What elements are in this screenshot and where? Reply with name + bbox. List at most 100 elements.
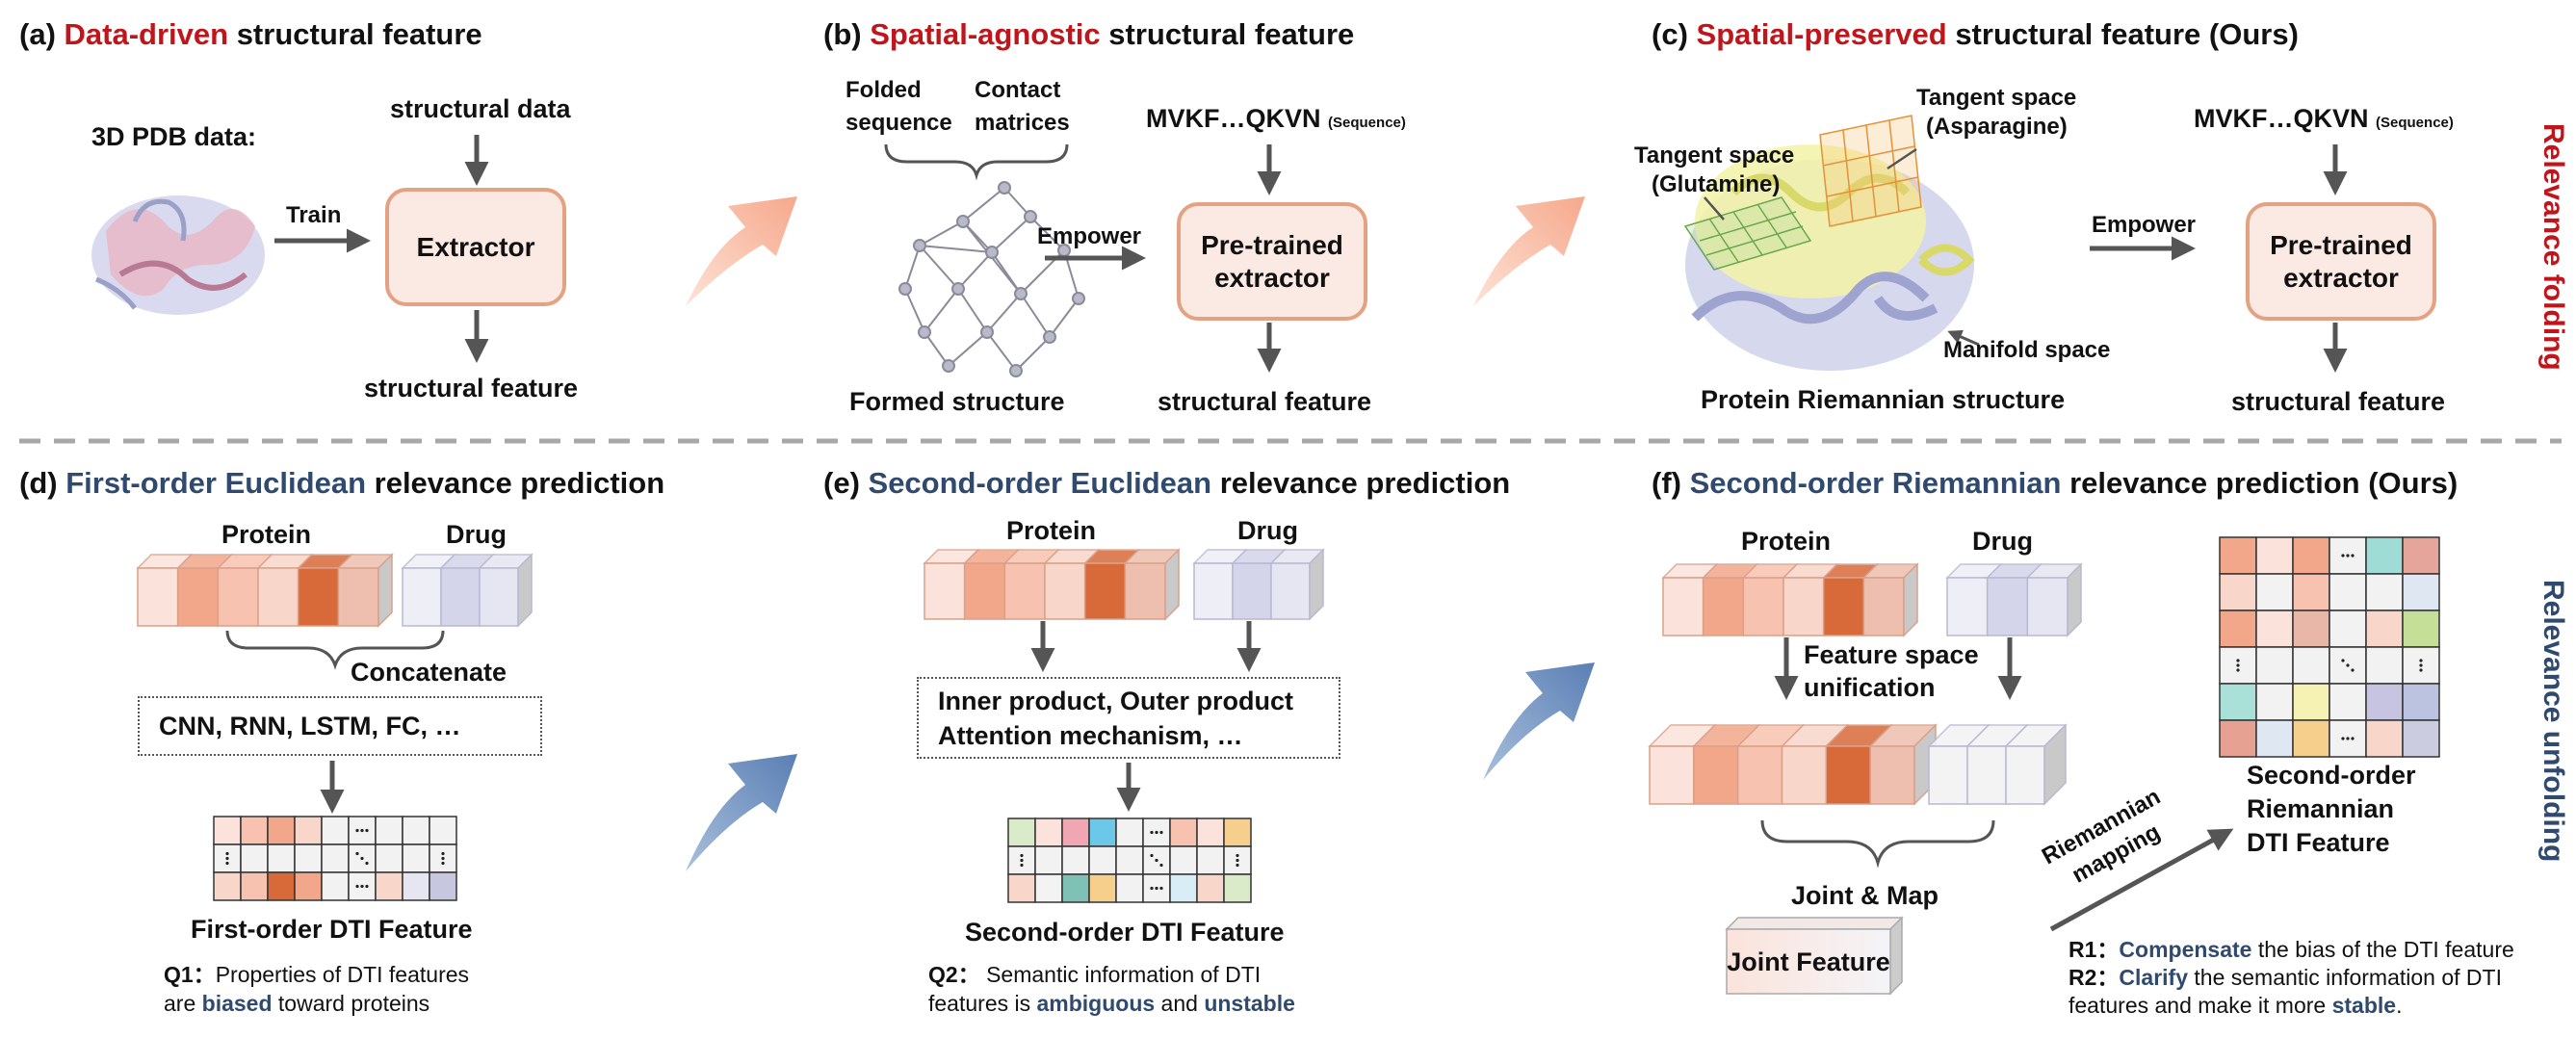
first-order-matrix-ellipsis-dot (365, 884, 369, 889)
structural-feature-label-b: structural feature (1158, 387, 1372, 416)
second-order-matrix-cell (1169, 873, 1198, 903)
panel-c-title: (c) Spatial-preserved structural feature… (1652, 17, 2299, 51)
drug-block-f-cell (2026, 577, 2069, 636)
drug-label-d: Drug (446, 520, 507, 549)
first-order-matrix-ellipsis-dot (360, 828, 364, 833)
riemannian-matrix-ellipsis-dot (2419, 668, 2423, 672)
protein-feature-block-e (923, 548, 1181, 621)
first-order-matrix-ellipsis-dot (355, 828, 359, 833)
drug-block-e-cell (1193, 562, 1234, 620)
first-order-matrix-cell (267, 816, 296, 845)
tangent-asparagine-l2: (Asparagine) (1926, 114, 2068, 140)
riemannian-matrix-cell (2329, 610, 2367, 648)
second-order-feature-label: Second-order DTI Feature (965, 918, 1285, 947)
sequence-text-b: MVKF…QKVN (Sequence) (1146, 104, 1406, 133)
second-order-matrix-cell (1196, 817, 1225, 847)
protein-block-e-cell (1124, 562, 1166, 620)
second-order-matrix-ellipsis-dot (1236, 858, 1239, 863)
second-order-matrix-cell (1115, 845, 1144, 875)
riemannian-matrix-cell (2402, 683, 2440, 721)
first-order-matrix-cell (294, 843, 323, 873)
second-order-matrix-cell (1088, 845, 1117, 875)
second-order-matrix-ellipsis-dot (1020, 858, 1024, 863)
tangent-asparagine-l1: Tangent space (1916, 85, 2077, 111)
protein-block-e-cell (1083, 562, 1127, 620)
protein-block-e-cell (924, 562, 966, 620)
riemannian-matrix-cell (2255, 719, 2294, 758)
second-order-matrix-cell (1007, 873, 1036, 903)
riemannian-matrix-ellipsis-dot (2341, 737, 2345, 740)
first-order-matrix-ellipsis-dot (225, 861, 229, 866)
riemannian-matrix-ellipsis-dot (2351, 554, 2355, 558)
unified-protein-cell (1869, 745, 1915, 805)
drug-label-e: Drug (1237, 516, 1298, 545)
concatenate-brace (225, 630, 445, 670)
contact-label: Contact (975, 77, 1061, 103)
protein-block-e-cell (963, 562, 1006, 620)
first-order-matrix-cell (240, 816, 269, 845)
riemannian-matrix-ellipsis-dot (2351, 668, 2355, 672)
drug-label-f: Drug (1972, 527, 2033, 556)
second-order-matrix-cell (1034, 873, 1063, 903)
second-order-matrix-ellipsis-dot (1020, 863, 1024, 868)
joint-brace (1760, 819, 1995, 869)
joint-feature-block (1725, 916, 1904, 996)
unify-label-l1: Feature space (1804, 640, 1979, 669)
riemannian-matrix-cell (2255, 536, 2294, 575)
riemannian-matrix-cell (2292, 683, 2330, 721)
folded-label: Folded (846, 77, 922, 103)
riemannian-matrix-cell (2292, 610, 2330, 648)
second-order-matrix-cell (1034, 845, 1063, 875)
empower-label-c: Empower (2092, 212, 2197, 238)
second-order-matrix-cell (1223, 817, 1252, 847)
riemannian-mapping-arrow (2049, 828, 2234, 932)
riemannian-matrix-ellipsis-dot (2341, 659, 2345, 662)
models-box-d: CNN, RNN, LSTM, FC, … (138, 696, 542, 756)
relevance-folding-label: Relevance folding (2537, 123, 2569, 371)
riemannian-matrix-ellipsis-dot (2341, 554, 2345, 558)
first-order-matrix-cell (375, 843, 403, 873)
protein-block-d-cell (257, 567, 299, 627)
first-order-matrix-cell (402, 843, 430, 873)
protein-block-f-cell (1822, 577, 1865, 636)
drug-feature-block-e (1192, 548, 1325, 621)
riemannian-matrix-ellipsis-dot (2236, 659, 2240, 662)
drug-block-f-cell (1946, 577, 1989, 636)
tangent-plane-glutamine (1683, 196, 1812, 271)
manifold-space-label: Manifold space (1943, 337, 2111, 363)
first-order-matrix-cell (321, 871, 350, 901)
protein-block-e-cell (1044, 562, 1086, 620)
riemannian-matrix-cell (2292, 646, 2330, 685)
drug-block-e-cell (1270, 562, 1311, 620)
riemannian-matrix-cell (2219, 573, 2257, 611)
graph-network (898, 181, 1085, 377)
protein-block-d-cell (137, 567, 179, 627)
riemannian-matrix-cell (2365, 536, 2404, 575)
protein-label-d: Protein (221, 520, 312, 549)
drug-block-e-side (1309, 548, 1324, 621)
unified-protein-cell (1693, 745, 1739, 805)
second-order-matrix-ellipsis-dot (1155, 830, 1158, 835)
protein-block-f-cell (1782, 577, 1825, 636)
protein-block-f-cell (1742, 577, 1784, 636)
riemannian-matrix-cell (2219, 536, 2257, 575)
panel-f-title: (f) Second-order Riemannian relevance pr… (1652, 466, 2459, 500)
structural-feature-label-a: structural feature (364, 374, 579, 402)
joint-map-label: Joint & Map (1791, 881, 1939, 910)
second-order-matrix-cell (1088, 817, 1117, 847)
first-order-matrix-ellipsis-dot (225, 851, 229, 856)
riemannian-matrix-cell (2292, 573, 2330, 611)
protein-block-e-side (1164, 548, 1180, 621)
unified-drug-cell (2005, 745, 2045, 805)
second-order-matrix-ellipsis-dot (1159, 863, 1163, 868)
riemannian-matrix-cell (2255, 573, 2294, 611)
riemannian-matrix-cell (2402, 573, 2440, 611)
q2-text: Q2： Semantic information of DTI features… (928, 962, 1295, 1016)
riemannian-matrix-cell (2329, 573, 2367, 611)
drug-block-d-cell (479, 567, 519, 627)
panel-b-title: (b) Spatial-agnostic structural feature (823, 17, 1355, 51)
r-text: R1：Compensate the bias of the DTI featur… (2069, 937, 2514, 1018)
protein-block-d-cell (297, 567, 340, 627)
second-order-matrix-cell (1169, 845, 1198, 875)
